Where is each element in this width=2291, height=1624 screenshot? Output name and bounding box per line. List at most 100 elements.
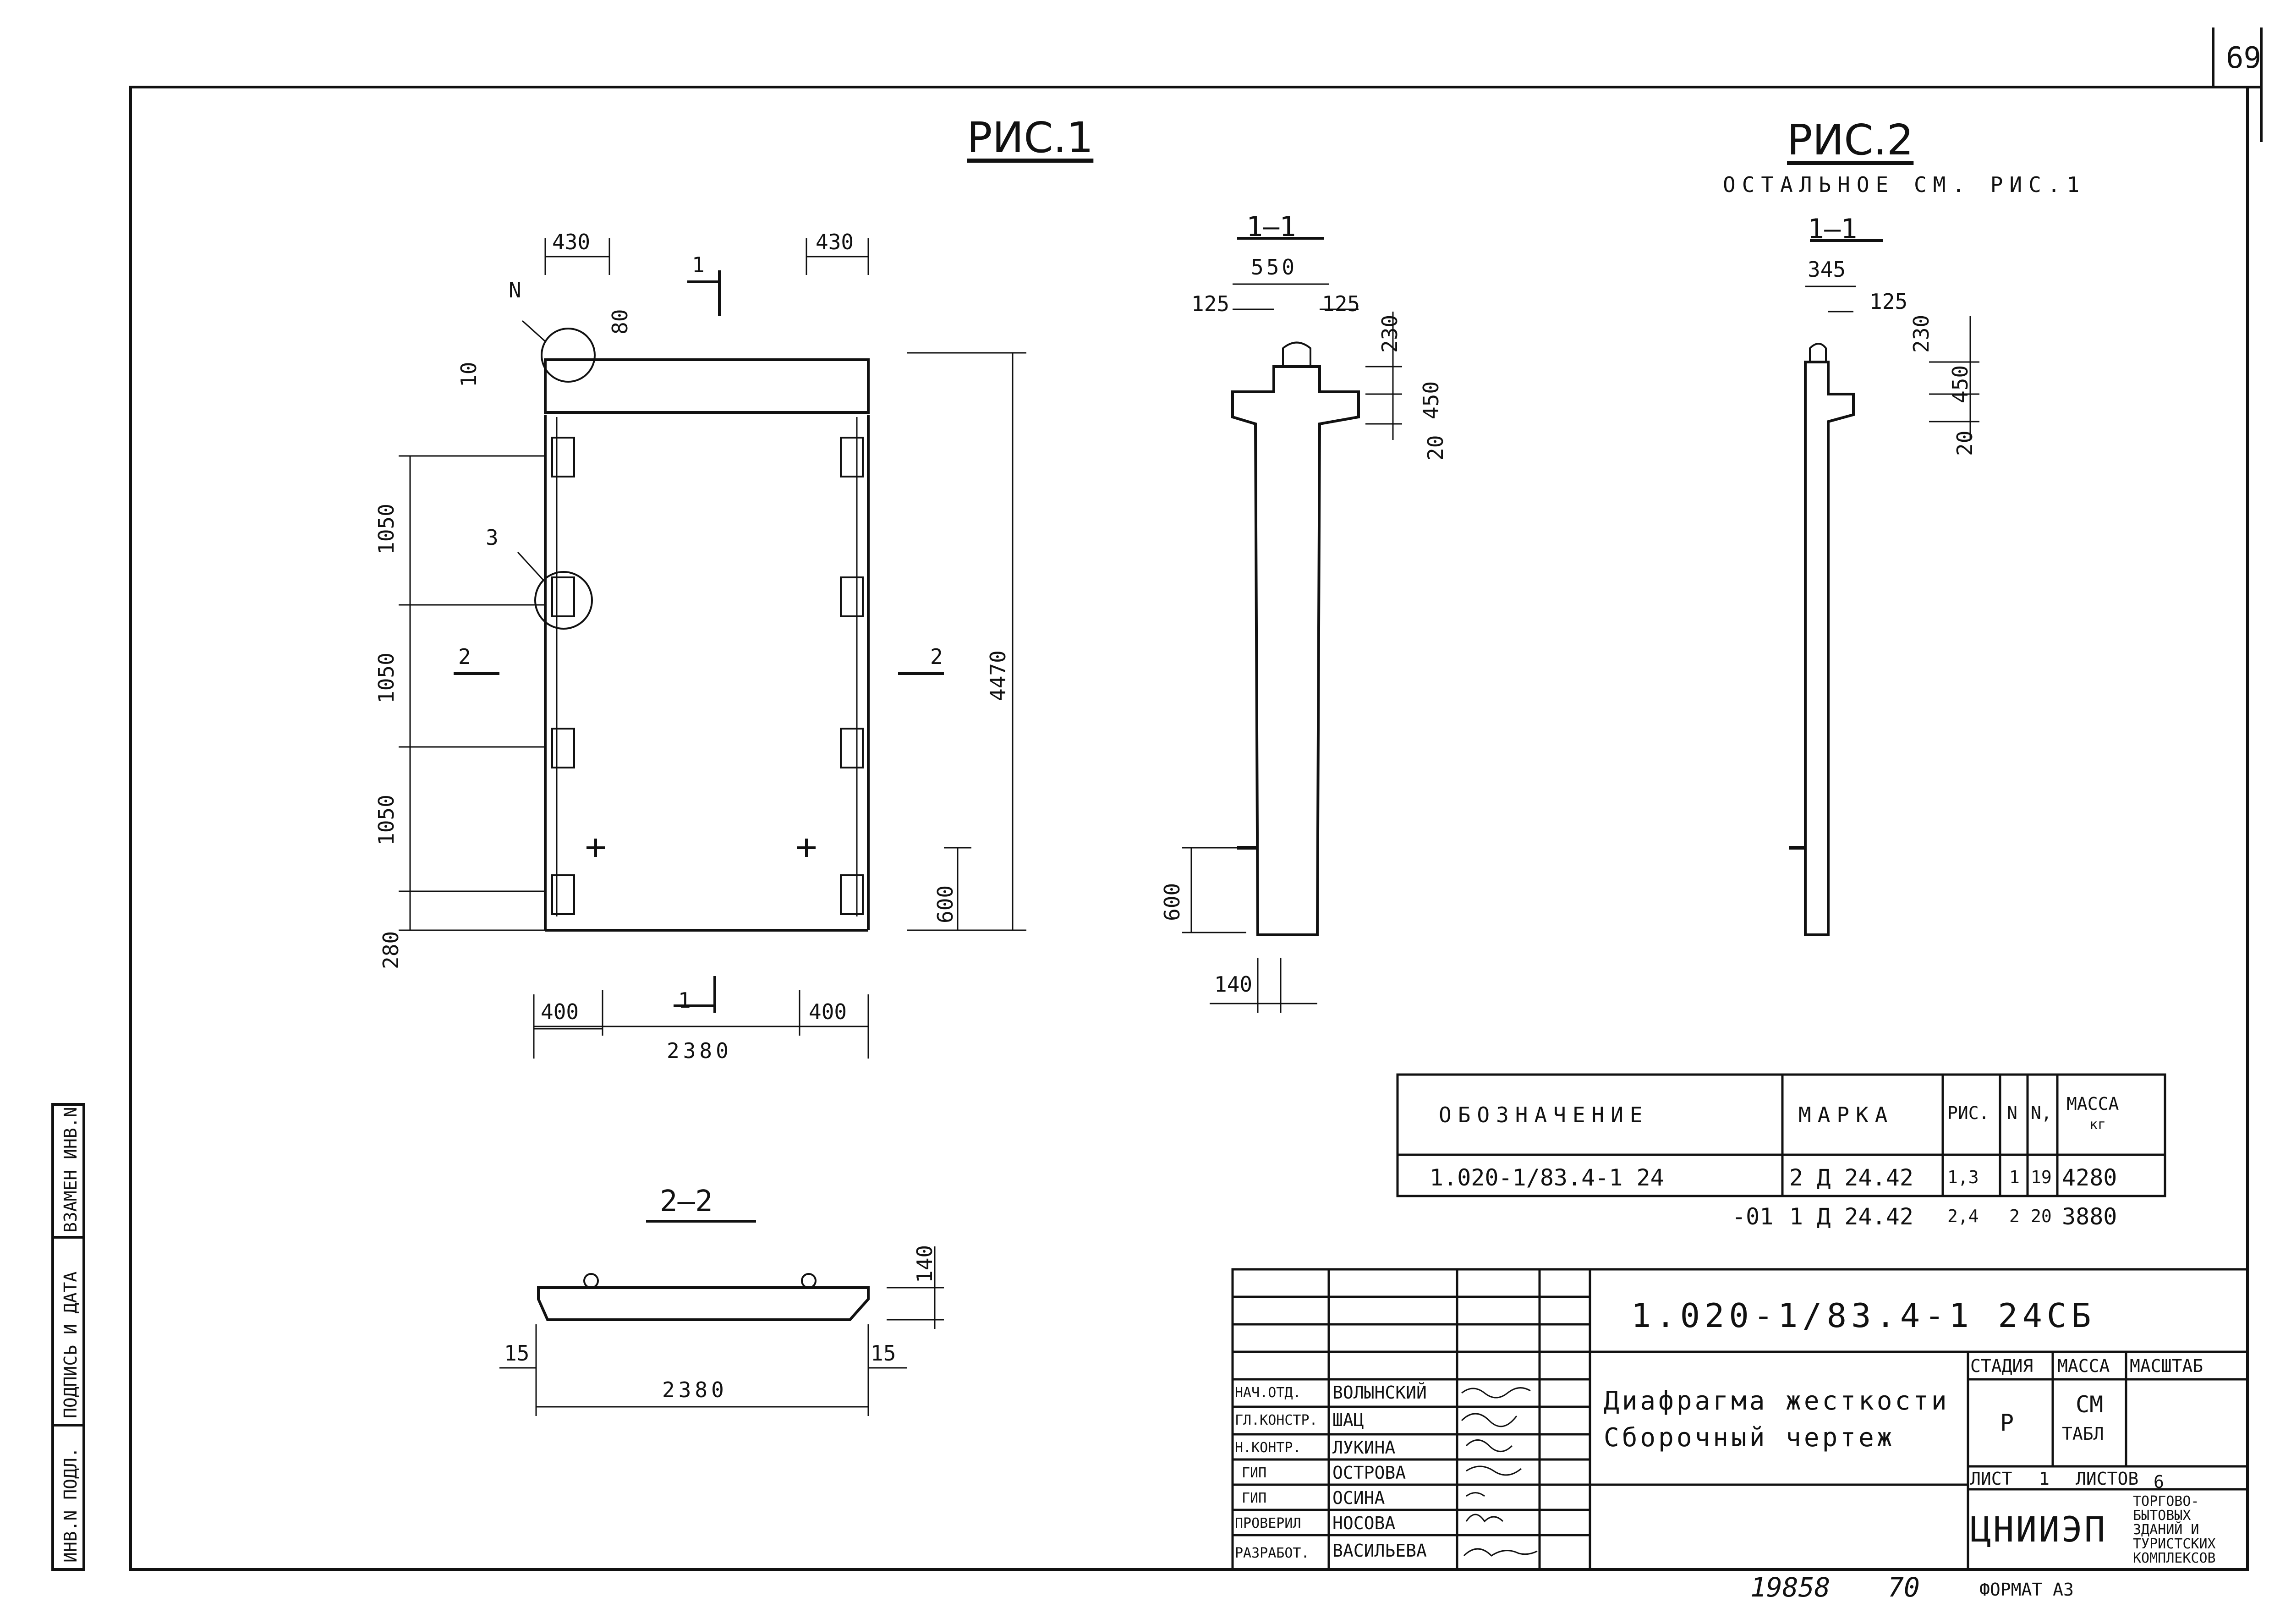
dim-20: 20 <box>1423 435 1448 461</box>
staff-name-4: ОСТРОВА <box>1332 1463 1406 1483</box>
footer-format: ФОРМАТ А3 <box>1979 1580 2074 1600</box>
dim-280: 280 <box>378 931 403 969</box>
staff-name-2: ШАЦ <box>1332 1410 1364 1430</box>
dim-140: 140 <box>1214 972 1253 997</box>
dim-top-left: 430 <box>552 230 591 254</box>
staff-role-1: НАЧ.ОТД. <box>1235 1385 1301 1401</box>
spec-table-grid <box>1396 1073 2166 1197</box>
dim-10: 10 <box>456 362 481 387</box>
node-n-label: N <box>509 278 521 302</box>
section-2-2-total-width: 2380 <box>662 1377 728 1402</box>
fig1-title: РИС.1 <box>967 113 1094 162</box>
fig2-note: ОСТАЛЬНОЕ СМ. РИС.1 <box>1723 172 2086 197</box>
side-stamp-replace: ВЗАМЕН ИНВ.N <box>60 1107 81 1233</box>
node-3-label: 3 <box>486 525 499 550</box>
staff-name-6: НОСОВА <box>1332 1513 1396 1533</box>
dim-15-left: 15 <box>504 1341 530 1366</box>
spec-row1-n1: 19 <box>2031 1167 2052 1187</box>
spec-header-mass-unit: кг <box>2089 1117 2106 1133</box>
staff-role-6: ПРОВЕРИЛ <box>1235 1515 1301 1531</box>
spec-row2-designation: -01 <box>1732 1203 1774 1230</box>
mass-value-line1: СМ <box>2076 1391 2104 1418</box>
spec-row2-mark: 1 Д 24.42 <box>1789 1203 1913 1230</box>
dim-20-fig2: 20 <box>1952 430 1977 456</box>
section-2-left-label: 2 <box>458 644 471 669</box>
dim-230-fig2: 230 <box>1909 314 1934 353</box>
dim-140-section2: 140 <box>912 1245 937 1283</box>
dim-600-section: 600 <box>1160 883 1184 921</box>
dim-450-fig2: 450 <box>1948 365 1973 403</box>
spec-header-n: N <box>2007 1103 2017 1123</box>
stage-value: Р <box>2000 1410 2014 1436</box>
section-1-1-title: 1—1 <box>1246 211 1296 243</box>
dim-125-left: 125 <box>1191 291 1230 316</box>
section-2-right-label: 2 <box>930 644 943 669</box>
footer-number-2: 70 <box>1888 1572 1920 1603</box>
drawing-name-line1: Диафрагма жесткости <box>1604 1386 1950 1416</box>
staff-name-5: ОСИНА <box>1332 1488 1385 1508</box>
sheets-label: ЛИСТОВ <box>2076 1469 2139 1489</box>
section-2-2-title: 2—2 <box>660 1185 713 1218</box>
dim-550: 550 <box>1251 255 1298 280</box>
section-1-1-fig2-drawing <box>1789 239 1979 936</box>
org-sub-3: ЗДАНИЙ И <box>2133 1522 2199 1538</box>
dim-125-fig2: 125 <box>1869 289 1908 314</box>
sheet-label: ЛИСТ <box>1970 1469 2012 1489</box>
dim-1050-a: 1050 <box>374 504 399 554</box>
scale-header: МАСШТАБ <box>2130 1356 2203 1376</box>
spec-header-designation: ОБОЗНАЧЕНИЕ <box>1439 1103 1649 1127</box>
side-stamp-signature-date: ПОДПИСЬ И ДАТА <box>60 1271 81 1418</box>
dim-345: 345 <box>1808 257 1846 282</box>
spec-row2-fig: 2,4 <box>1947 1206 1979 1226</box>
spec-row2-mass: 3880 <box>2062 1203 2117 1230</box>
section-1-top-label: 1 <box>692 252 705 277</box>
spec-header-n1: N, <box>2031 1103 2052 1123</box>
spec-row1-designation: 1.020-1/83.4-1 24 <box>1430 1164 1664 1191</box>
dim-80: 80 <box>608 309 632 335</box>
fig2-title: РИС.2 <box>1787 115 1914 165</box>
section-1-bottom-label: 1 <box>678 988 691 1013</box>
dim-bottom-right: 400 <box>809 999 847 1024</box>
side-stamp-frame <box>51 1103 85 1571</box>
side-stamp-original-inv: ИНВ.N ПОДЛ. <box>60 1447 81 1563</box>
sheets-number: 6 <box>2154 1472 2164 1492</box>
staff-role-5: ГИП <box>1242 1490 1267 1506</box>
organization-name: ЦНИИЭП <box>1970 1509 2107 1550</box>
drawing-name-line2: Сборочный чертеж <box>1604 1423 1895 1453</box>
org-sub-5: КОМПЛЕКСОВ <box>2133 1550 2216 1566</box>
document-code: 1.020-1/83.4-1 24СБ <box>1631 1296 2096 1335</box>
staff-name-3: ЛУКИНА <box>1332 1437 1396 1458</box>
mass-value-line2: ТАБЛ <box>2062 1424 2104 1444</box>
staff-role-2: ГЛ.КОНСТР. <box>1235 1412 1318 1428</box>
dim-230: 230 <box>1377 314 1402 353</box>
signatures <box>1461 1387 1538 1557</box>
dim-total-width: 2380 <box>667 1038 732 1063</box>
title-block-grid <box>1231 1268 2249 1571</box>
section-2-2-drawing <box>499 1220 944 1416</box>
org-sub-4: ТУРИСТСКИХ <box>2133 1536 2216 1552</box>
spec-header-mark: МАРКА <box>1798 1103 1894 1127</box>
sheet-frame <box>129 86 2249 1571</box>
dim-15-right: 15 <box>871 1341 896 1366</box>
org-sub-2: БЫТОВЫХ <box>2133 1508 2191 1524</box>
sheet-number: 1 <box>2039 1469 2050 1489</box>
dim-top-right: 430 <box>816 230 854 254</box>
staff-role-4: ГИП <box>1242 1465 1267 1481</box>
dim-4470: 4470 <box>986 650 1010 701</box>
spec-row1-fig: 1,3 <box>1947 1167 1979 1187</box>
spec-header-fig: РИС. <box>1947 1103 1990 1123</box>
org-sub-1: ТОРГОВО- <box>2133 1493 2199 1509</box>
fig1-drawing <box>399 238 1026 1059</box>
spec-row1-mass: 4280 <box>2062 1164 2117 1191</box>
dim-1050-c: 1050 <box>374 795 399 845</box>
spec-row2-n1: 20 <box>2031 1206 2052 1226</box>
section-1-1-drawing <box>1182 237 1402 1013</box>
staff-name-1: ВОЛЫНСКИЙ <box>1332 1383 1427 1403</box>
spec-row1-mark: 2 Д 24.42 <box>1789 1164 1913 1191</box>
dim-1050-b: 1050 <box>374 653 399 703</box>
spec-row1-n: 1 <box>2009 1167 2020 1187</box>
fig2-section-title: 1—1 <box>1808 213 1858 245</box>
staff-name-7: ВАСИЛЬЕВА <box>1332 1541 1427 1561</box>
dim-bottom-left: 400 <box>541 999 579 1024</box>
